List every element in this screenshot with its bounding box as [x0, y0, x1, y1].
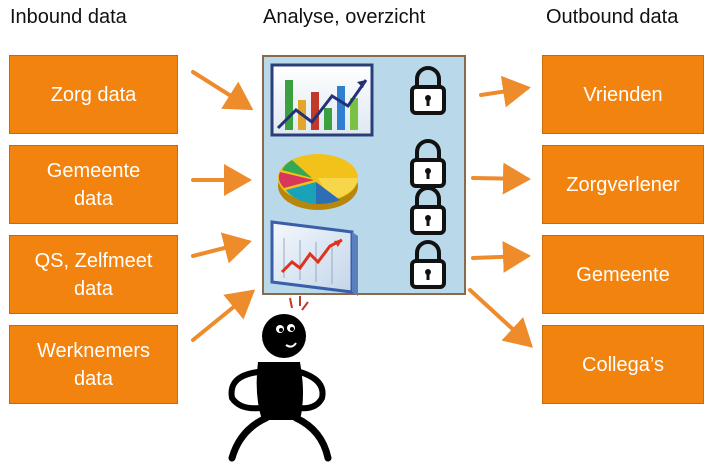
padlock-icon — [410, 186, 446, 235]
thinking-figure-icon — [228, 296, 332, 462]
inbound-box-zorg-data: Zorg data — [9, 55, 178, 134]
inbound-box-qs-zelfmeet-data: QS, Zelfmeet data — [9, 235, 178, 314]
padlock-icon — [410, 139, 446, 188]
inbound-arrows — [191, 70, 256, 342]
analyse-heading: Analyse, overzicht — [263, 6, 426, 28]
line-chart-icon — [270, 220, 358, 296]
arrow-qs-data — [191, 232, 252, 264]
arrow-collegas — [468, 288, 533, 348]
outbound-box-zorgverlener: Zorgverlener — [542, 145, 704, 224]
arrow-gemeente — [471, 240, 531, 273]
padlock-icon — [410, 66, 446, 115]
outbound-heading: Outbound data — [546, 6, 679, 28]
arrow-werknemers-data — [191, 289, 256, 342]
bar-chart-icon — [270, 63, 374, 137]
arrow-zorg-data — [191, 70, 254, 111]
outbound-box-vrienden: Vrienden — [542, 55, 704, 134]
outbound-box-collegas: Collega’s — [542, 325, 704, 404]
arrow-vrienden — [479, 75, 531, 108]
outbound-arrows — [468, 75, 533, 348]
inbound-box-gemeente-data: Gemeente data — [9, 145, 178, 224]
arrow-zorgverlener — [471, 162, 531, 195]
inbound-box-werknemers-data: Werknemers data — [9, 325, 178, 404]
pie-chart-icon — [278, 154, 358, 210]
padlock-icon — [410, 240, 446, 289]
inbound-heading: Inbound data — [10, 6, 127, 28]
outbound-box-gemeente: Gemeente — [542, 235, 704, 314]
